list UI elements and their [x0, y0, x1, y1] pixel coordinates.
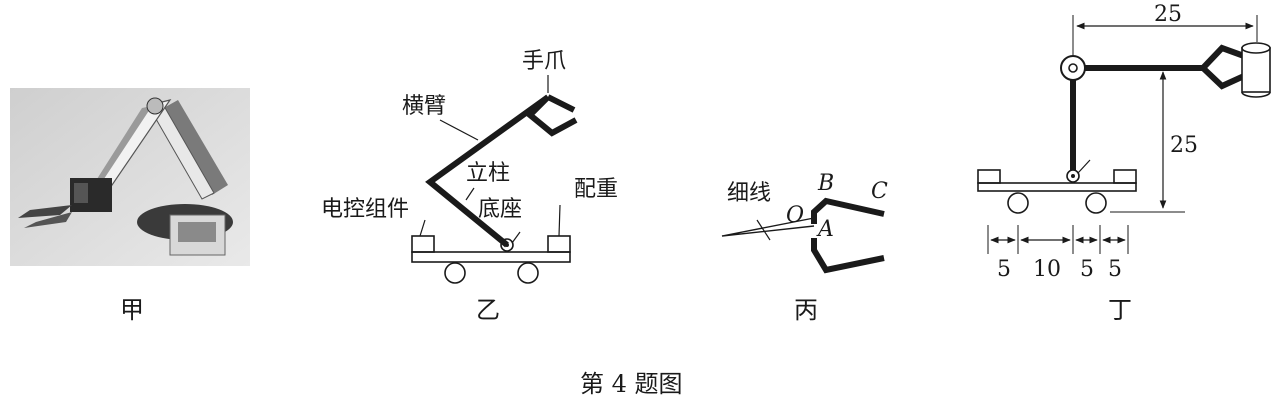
- dim-b4: 5: [1108, 257, 1122, 282]
- label-arm: 横臂: [402, 94, 446, 119]
- cylinder-object: [1241, 42, 1271, 98]
- dim-height: 25: [1170, 133, 1198, 158]
- jaw-upper: [811, 197, 885, 224]
- column-and-arm: [425, 94, 550, 248]
- label-gripper: 手爪: [522, 49, 566, 74]
- panel-yi: 手爪 横臂 立柱 电控组件 底座 配重 乙: [321, 49, 618, 324]
- platform: [977, 182, 1137, 192]
- gripper-upper: [546, 94, 576, 113]
- counterweight-box: [547, 235, 571, 253]
- label-counterweight: 配重: [574, 177, 618, 202]
- control-box: [977, 169, 1001, 184]
- control-box: [411, 235, 435, 253]
- label-control: 电控组件: [321, 197, 409, 222]
- wheel-left: [1007, 192, 1029, 214]
- bottom-dimensions: [987, 225, 1129, 254]
- label-O: O: [786, 203, 804, 228]
- label-C: C: [871, 179, 888, 204]
- panel-ding: 25 25 5 10 5 5 丁: [977, 2, 1271, 324]
- label-B: B: [817, 171, 834, 196]
- panel-jia: 甲: [10, 88, 250, 324]
- counterweight-box: [1113, 169, 1137, 184]
- dim-b2: 10: [1033, 257, 1061, 282]
- wheel-right: [517, 262, 539, 284]
- figure-title: 第 4 题图: [580, 370, 683, 398]
- caption-jia: 甲: [120, 296, 144, 324]
- dim-b1: 5: [997, 257, 1011, 282]
- caption-bing: 丙: [794, 296, 818, 324]
- label-thread: 细线: [727, 181, 771, 206]
- jaw-lower: [811, 238, 885, 274]
- thread-wedge: [721, 217, 815, 237]
- base-platform: [411, 251, 571, 263]
- gripper-lower: [1200, 65, 1246, 90]
- label-base: 底座: [478, 197, 522, 222]
- wheel-right: [1085, 192, 1107, 214]
- wheel-left: [444, 262, 466, 284]
- caption-yi: 乙: [476, 296, 500, 324]
- caption-ding: 丁: [1108, 296, 1132, 324]
- label-column: 立柱: [466, 161, 510, 186]
- gripper-upper: [1200, 44, 1246, 71]
- dim-top: 25: [1154, 2, 1182, 27]
- label-A: A: [816, 217, 834, 242]
- panel-bing: 细线 B C O A 丙: [721, 171, 888, 324]
- robot-arm-photo: [10, 88, 250, 266]
- dim-b3: 5: [1080, 257, 1094, 282]
- gripper-lower: [525, 94, 578, 137]
